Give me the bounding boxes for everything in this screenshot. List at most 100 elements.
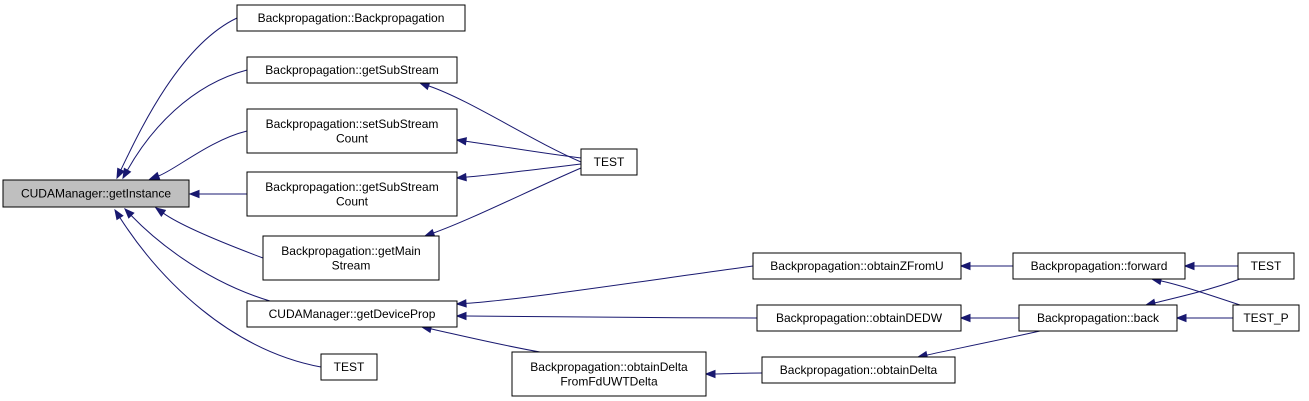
edge-line xyxy=(163,212,264,259)
edge-line xyxy=(126,69,248,171)
node-test-b[interactable]: TEST xyxy=(320,353,378,381)
node-label: TEST xyxy=(1251,259,1282,273)
edge-bp_getMainStream-to-root xyxy=(154,207,264,259)
node-label: Backpropagation::setSubStream xyxy=(266,117,439,131)
edge-line xyxy=(119,217,322,368)
node-box xyxy=(246,108,458,154)
edge-bp_ctor-to-root xyxy=(116,17,238,180)
arrowhead-icon xyxy=(423,228,436,237)
node-bp-obtainDEDW[interactable]: Backpropagation::obtainDEDW xyxy=(756,304,962,332)
node-label: Count xyxy=(336,131,369,145)
edge-line xyxy=(465,163,582,178)
edge-line xyxy=(158,130,248,177)
node-box xyxy=(246,300,458,328)
edge-line xyxy=(1154,278,1241,304)
node-label: Backpropagation::getSubStream xyxy=(265,180,438,194)
node-label: TEST xyxy=(334,360,365,374)
node-box xyxy=(1232,304,1300,332)
edge-line xyxy=(430,328,541,353)
node-box xyxy=(2,179,190,208)
node-label: TEST_P xyxy=(1243,311,1288,325)
edge-test_p-to-bp_back xyxy=(1175,313,1233,323)
node-label: Backpropagation::obtainZFromU xyxy=(770,259,943,273)
node-bp-forward[interactable]: Backpropagation::forward xyxy=(1012,252,1186,280)
edge-line xyxy=(926,330,1041,356)
edge-line xyxy=(465,315,758,319)
edge-test_b-to-root xyxy=(114,208,322,368)
edges-layer xyxy=(114,17,1241,379)
edge-line xyxy=(428,85,582,163)
node-label: Backpropagation::Backpropagation xyxy=(258,11,445,25)
node-box xyxy=(246,56,458,84)
node-label: Backpropagation::forward xyxy=(1031,259,1168,273)
edge-line xyxy=(714,372,763,375)
node-bp-getSubStream[interactable]: Backpropagation::getSubStream xyxy=(246,56,458,84)
node-box xyxy=(246,171,458,217)
arrowhead-icon xyxy=(1183,261,1195,271)
node-label: Stream xyxy=(332,258,371,272)
node-label: FromFdUWTDelta xyxy=(560,374,658,388)
arrowhead-icon xyxy=(704,369,716,379)
node-box xyxy=(756,304,962,332)
node-test-a[interactable]: TEST xyxy=(580,148,638,176)
node-bp-back[interactable]: Backpropagation::back xyxy=(1018,304,1178,332)
node-box xyxy=(752,252,962,280)
node-label: TEST xyxy=(594,155,625,169)
arrowhead-icon xyxy=(418,82,431,91)
node-box xyxy=(1012,252,1186,280)
node-box xyxy=(1018,304,1178,332)
node-box xyxy=(580,148,638,176)
arrowhead-icon xyxy=(455,172,467,182)
edge-test_a-to-bp_getSubStreamCount xyxy=(455,163,582,182)
node-label: Backpropagation::obtainDelta xyxy=(780,363,938,377)
edge-test_a-to-bp_setSubStreamCount xyxy=(455,137,582,159)
node-box xyxy=(262,235,440,281)
node-label: Backpropagation::back xyxy=(1037,311,1160,325)
node-label: Count xyxy=(336,194,369,208)
node-bp-ctor[interactable]: Backpropagation::Backpropagation xyxy=(236,4,466,32)
edge-bp_back-to-bp_obtainDelta xyxy=(916,330,1041,360)
nodes-layer: CUDAManager::getInstanceBackpropagation:… xyxy=(2,4,1300,397)
arrowhead-icon xyxy=(114,208,124,221)
arrowhead-icon xyxy=(188,189,200,199)
edge-line xyxy=(433,167,582,234)
arrowhead-icon xyxy=(148,171,161,180)
edge-bp_obtainDeltaFromFdUWTDelta-to-cm_getDeviceProp xyxy=(420,324,541,353)
edge-bp_getSubStream-to-root xyxy=(122,69,248,180)
node-cm-getDeviceProp[interactable]: CUDAManager::getDeviceProp xyxy=(246,300,458,328)
node-bp-obtainZFromU[interactable]: Backpropagation::obtainZFromU xyxy=(752,252,962,280)
edge-bp_obtainDelta-to-bp_obtainDeltaFromFdUWTDelta xyxy=(704,369,763,379)
arrowhead-icon xyxy=(455,299,467,308)
node-label: Backpropagation::getSubStream xyxy=(265,63,438,77)
arrowhead-icon xyxy=(959,313,971,323)
node-test-c[interactable]: TEST xyxy=(1237,252,1295,280)
edge-line xyxy=(1160,280,1241,306)
node-label: CUDAManager::getInstance xyxy=(21,187,171,201)
node-bp-obtainDelta[interactable]: Backpropagation::obtainDelta xyxy=(761,356,956,384)
edge-bp_obtainDEDW-to-cm_getDeviceProp xyxy=(455,311,758,321)
node-box xyxy=(1237,252,1295,280)
edge-bp_setSubStreamCount-to-root xyxy=(148,130,248,180)
node-test-p[interactable]: TEST_P xyxy=(1232,304,1300,332)
node-box xyxy=(511,351,707,397)
edge-bp_getSubStreamCount-to-root xyxy=(188,189,248,199)
node-box xyxy=(761,356,956,384)
arrowhead-icon xyxy=(124,208,135,219)
arrowhead-icon xyxy=(455,311,467,321)
edge-line xyxy=(130,215,271,302)
edge-line xyxy=(120,17,238,171)
edge-bp_back-to-bp_obtainDEDW xyxy=(959,313,1019,323)
node-root[interactable]: CUDAManager::getInstance xyxy=(2,179,190,208)
edge-bp_forward-to-bp_obtainZFromU xyxy=(959,261,1013,271)
edge-bp_obtainZFromU-to-cm_getDeviceProp xyxy=(455,265,754,308)
edge-test_c-to-bp_forward xyxy=(1183,261,1238,271)
node-label: Backpropagation::obtainDelta xyxy=(530,360,688,374)
arrowhead-icon xyxy=(154,207,167,217)
node-bp-obtainDeltaFromFdUWTDelta[interactable]: Backpropagation::obtainDeltaFromFdUWTDel… xyxy=(511,351,707,397)
arrowhead-icon xyxy=(1175,313,1187,323)
node-label: Backpropagation::obtainDEDW xyxy=(776,311,943,325)
